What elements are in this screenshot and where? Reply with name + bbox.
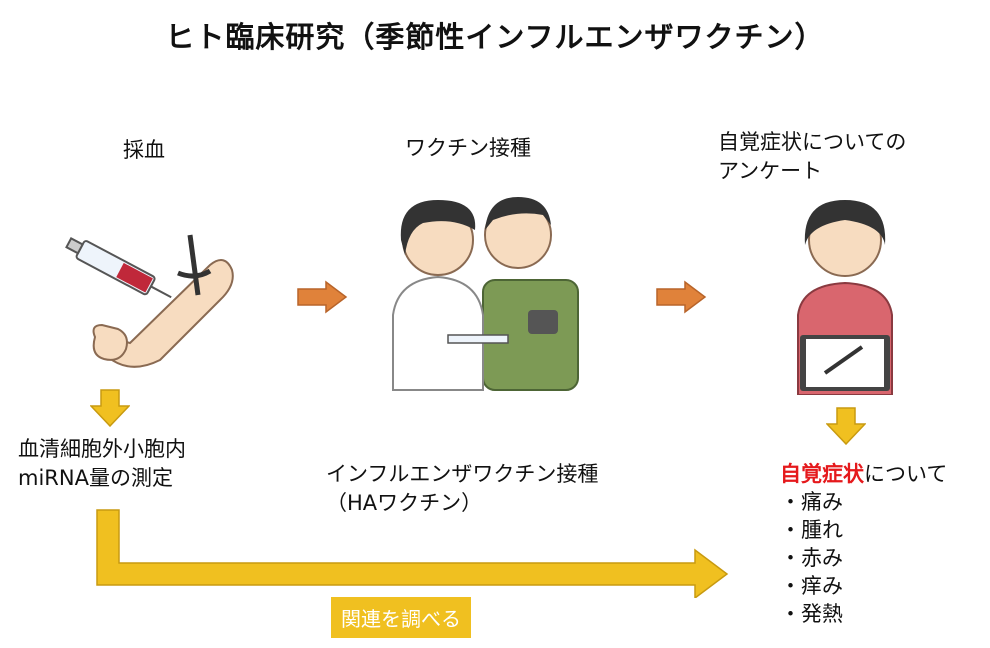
vaccine-note: インフルエンザワクチン接種 （HAワクチン）: [326, 460, 598, 518]
symptom-item: ・赤み: [780, 546, 843, 570]
measurement-text: 血清細胞外小胞内 miRNA量の測定: [18, 435, 186, 493]
arrow-right-icon: [297, 280, 348, 314]
blood-draw-illustration: [65, 234, 234, 368]
relation-label: 関連を調べる: [331, 597, 471, 638]
measurement-line2: miRNA量の測定: [18, 466, 173, 490]
measurement-line1: 血清細胞外小胞内: [18, 437, 186, 461]
relation-arrow: [96, 509, 729, 598]
symptom-heading-emphasis: 自覚症状: [780, 462, 864, 486]
page-title: ヒト臨床研究（季節性インフルエンザワクチン）: [165, 20, 825, 54]
symptom-item: ・痛み: [780, 490, 843, 514]
arrow-down-icon: [90, 389, 130, 427]
vaccination-illustration: [392, 197, 579, 391]
vaccine-note-line2: （HAワクチン）: [326, 491, 483, 515]
arrow-right-icon: [656, 280, 707, 314]
symptom-heading: 自覚症状について: [780, 460, 947, 488]
step-blood-label: 採血: [123, 138, 165, 162]
symptom-heading-rest: について: [864, 462, 948, 486]
symptom-list: 自覚症状について ・痛み ・腫れ ・赤み ・痒み ・発熱: [780, 460, 947, 628]
survey-illustration: [797, 200, 893, 395]
arrow-down-icon: [826, 407, 866, 445]
symptom-item: ・腫れ: [780, 518, 843, 542]
vaccine-note-line1: インフルエンザワクチン接種: [326, 462, 599, 486]
step-survey-label-line1: 自覚症状についての: [718, 130, 907, 154]
symptom-item: ・発熱: [780, 602, 843, 626]
step-vaccine-label: ワクチン接種: [405, 136, 531, 160]
step-survey-label: 自覚症状についての アンケート: [718, 128, 906, 186]
step-survey-label-line2: アンケート: [718, 159, 823, 183]
symptom-item: ・痒み: [780, 574, 843, 598]
